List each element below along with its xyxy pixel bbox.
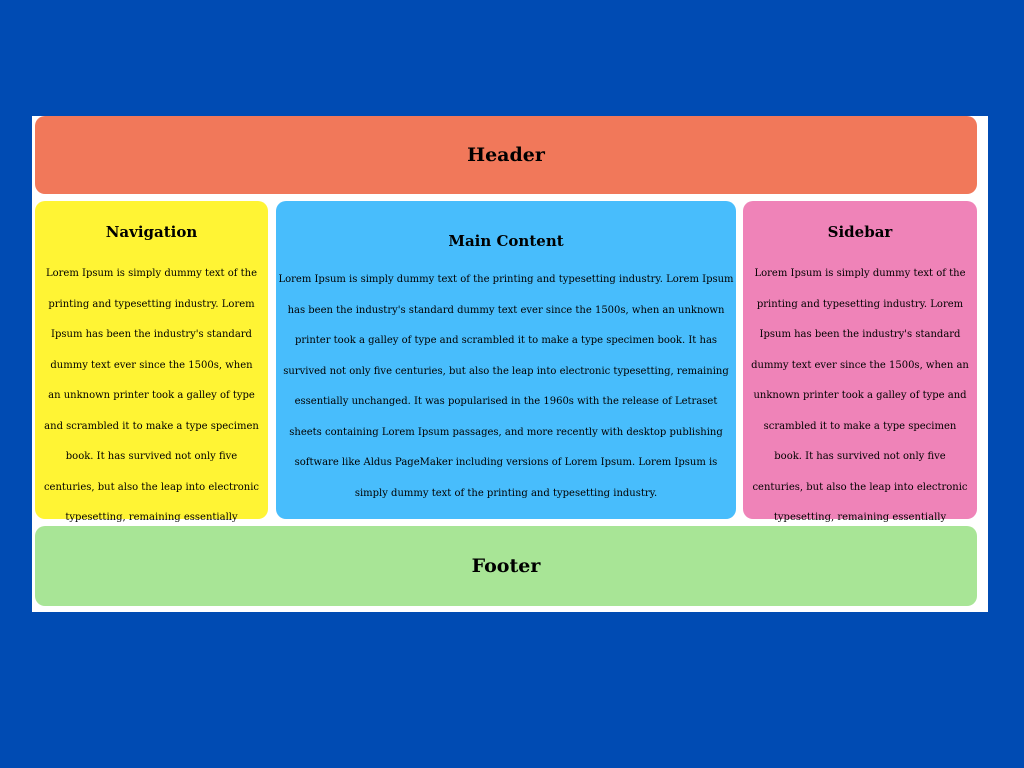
layout-container: Header Navigation Lorem Ipsum is simply …	[32, 116, 988, 612]
footer-section: Footer	[35, 526, 977, 606]
header-title: Header	[467, 144, 545, 166]
sidebar-section: Sidebar Lorem Ipsum is simply dummy text…	[743, 201, 977, 554]
main-content-section: Main Content Lorem Ipsum is simply dummy…	[276, 201, 736, 519]
sidebar-text: Lorem Ipsum is simply dummy text of the …	[751, 268, 969, 554]
footer-title: Footer	[471, 555, 541, 577]
sidebar-title: Sidebar	[827, 223, 893, 241]
header-section: Header	[35, 116, 977, 194]
main-content-title: Main Content	[448, 232, 564, 250]
main-content-text: Lorem Ipsum is simply dummy text of the …	[278, 274, 734, 499]
navigation-text: Lorem Ipsum is simply dummy text of the …	[43, 268, 260, 554]
navigation-section: Navigation Lorem Ipsum is simply dummy t…	[35, 201, 268, 554]
navigation-title: Navigation	[105, 223, 198, 241]
